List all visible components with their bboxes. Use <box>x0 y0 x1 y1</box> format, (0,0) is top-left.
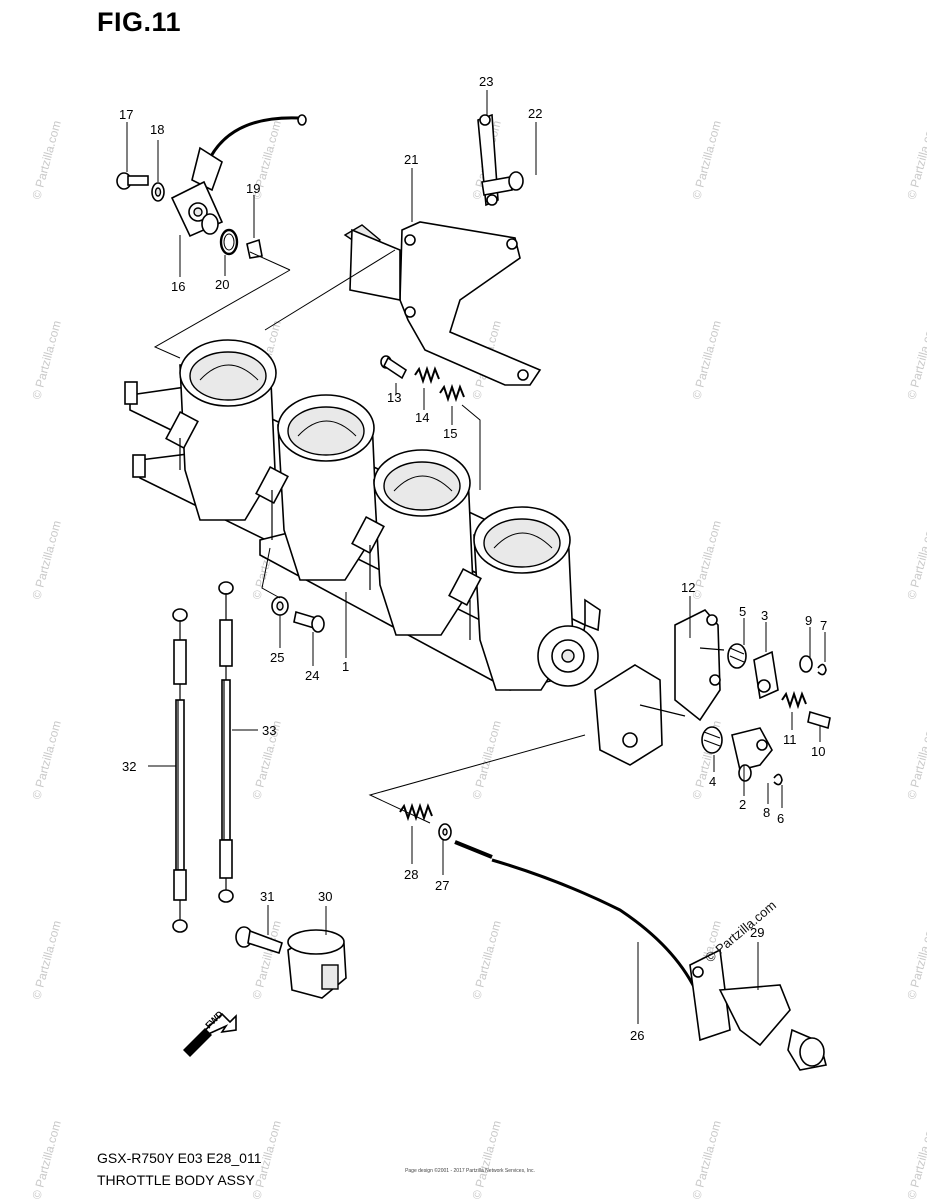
callout-4[interactable]: 4 <box>709 774 716 789</box>
return-spring-4[interactable] <box>701 726 723 754</box>
watermark-text: © Partzilla.com <box>469 919 503 1001</box>
sensor-screw[interactable] <box>116 172 149 190</box>
body-washer[interactable] <box>271 596 289 616</box>
linkage-lever[interactable] <box>594 664 686 766</box>
watermark-text: © Partzilla.com <box>904 1119 927 1200</box>
linkage-lever-2[interactable] <box>731 727 773 771</box>
forward-arrow-icon: FWD <box>183 1008 237 1057</box>
linkage-plate[interactable] <box>674 609 725 722</box>
callout-19[interactable]: 19 <box>246 181 260 196</box>
linkage-collar-3[interactable] <box>753 650 779 700</box>
bracket-bolt[interactable] <box>481 171 524 196</box>
throttle-bore-3 <box>373 449 474 636</box>
callout-18[interactable]: 18 <box>150 122 164 137</box>
linkage-washer-8[interactable] <box>738 764 752 782</box>
callout-5[interactable]: 5 <box>739 604 746 619</box>
model-code: GSX-R750Y E03 E28_011 <box>97 1150 262 1166</box>
throttle-bore-2 <box>277 394 378 581</box>
watermark-text: © Partzilla.com <box>904 919 927 1001</box>
watermark-text: © Partzilla.com <box>469 719 503 801</box>
leader-lines <box>126 90 826 1024</box>
callout-32[interactable]: 32 <box>122 759 136 774</box>
linkage-clip-7[interactable] <box>817 663 827 676</box>
watermark-text: © Partzilla.com <box>29 719 63 801</box>
adjust-screw[interactable] <box>380 355 408 380</box>
throttle-cable-32[interactable] <box>172 608 188 933</box>
watermark-text: © Partzilla.com <box>29 919 63 1001</box>
callout-14[interactable]: 14 <box>415 410 429 425</box>
callout-3[interactable]: 3 <box>761 608 768 623</box>
linkage-washer-9[interactable] <box>799 655 813 673</box>
throttle-position-sensor[interactable] <box>170 114 307 238</box>
mount-bolt-31[interactable] <box>235 926 283 955</box>
watermark-text: © Partzilla.com <box>29 519 63 601</box>
callout-23[interactable]: 23 <box>479 74 493 89</box>
idle-spring-11[interactable] <box>781 690 807 710</box>
sensor-washer[interactable] <box>151 182 165 202</box>
mounting-bracket[interactable] <box>343 221 542 386</box>
assembly-name: THROTTLE BODY ASSY <box>97 1172 255 1188</box>
watermark-text: © Partzilla.com <box>29 1119 63 1200</box>
callout-8[interactable]: 8 <box>763 805 770 820</box>
watermark-text: © Partzilla.com <box>904 519 927 601</box>
sensor-o-ring[interactable] <box>219 228 239 256</box>
callout-2[interactable]: 2 <box>739 797 746 812</box>
adjust-spring-2[interactable] <box>439 383 465 403</box>
callout-24[interactable]: 24 <box>305 668 319 683</box>
callout-12[interactable]: 12 <box>681 580 695 595</box>
callout-29[interactable]: 29 <box>750 925 764 940</box>
callout-10[interactable]: 10 <box>811 744 825 759</box>
throttle-pulley <box>537 598 601 687</box>
callout-27[interactable]: 27 <box>435 878 449 893</box>
callout-13[interactable]: 13 <box>387 390 401 405</box>
figure-title: FIG.11 <box>97 7 182 37</box>
callout-6[interactable]: 6 <box>777 811 784 826</box>
callout-labels: 1 2 3 4 5 6 7 8 9 10 11 12 13 14 15 16 1… <box>119 74 827 1043</box>
callout-31[interactable]: 31 <box>260 889 274 904</box>
callout-11[interactable]: 11 <box>783 732 797 747</box>
watermark-text: © Partzilla.com <box>689 119 723 201</box>
callout-20[interactable]: 20 <box>215 277 229 292</box>
linkage-spring-5[interactable] <box>727 643 747 669</box>
cable-spring-28[interactable] <box>399 802 433 822</box>
watermark-text: © Partzilla.com <box>904 319 927 401</box>
watermark-text: © Partzilla.com <box>249 919 283 1001</box>
idle-screw-10[interactable] <box>807 710 831 730</box>
body-screw[interactable] <box>293 610 325 633</box>
callout-25[interactable]: 25 <box>270 650 284 665</box>
watermark-text: © Partzilla.com <box>469 1119 503 1200</box>
callout-30[interactable]: 30 <box>318 889 332 904</box>
throttle-body-assembly[interactable] <box>124 339 601 691</box>
watermark-text: © Partzilla.com <box>689 1119 723 1200</box>
callout-9[interactable]: 9 <box>805 613 812 628</box>
callout-33[interactable]: 33 <box>262 723 276 738</box>
callout-22[interactable]: 22 <box>528 106 542 121</box>
sensor-pin[interactable] <box>246 238 263 259</box>
linkage-clip-6[interactable] <box>773 773 783 786</box>
watermark-text: © Partzilla.com <box>904 719 927 801</box>
fine-print: Page design ©2001 - 2017 Partzilla Netwo… <box>405 1168 535 1174</box>
callout-7[interactable]: 7 <box>820 618 827 633</box>
watermark-text: © Partzilla.com <box>29 119 63 201</box>
callout-16[interactable]: 16 <box>171 279 185 294</box>
cable-washer-27[interactable] <box>438 823 452 841</box>
watermark-text: © Partzilla.com <box>689 319 723 401</box>
throttle-cable-33[interactable] <box>218 581 234 903</box>
callout-21[interactable]: 21 <box>404 152 418 167</box>
adjust-spring[interactable] <box>414 365 440 385</box>
callout-17[interactable]: 17 <box>119 107 133 122</box>
watermark-text: © Partzilla.com <box>904 119 927 201</box>
watermark-text: © Partzilla.com <box>29 319 63 401</box>
rubber-mount-30[interactable] <box>287 929 347 999</box>
callout-1[interactable]: 1 <box>342 659 349 674</box>
throttle-bore-1 <box>179 339 277 521</box>
callout-15[interactable]: 15 <box>443 426 457 441</box>
callout-26[interactable]: 26 <box>630 1028 644 1043</box>
fast-idle-cable[interactable] <box>454 840 827 1071</box>
callout-28[interactable]: 28 <box>404 867 418 882</box>
